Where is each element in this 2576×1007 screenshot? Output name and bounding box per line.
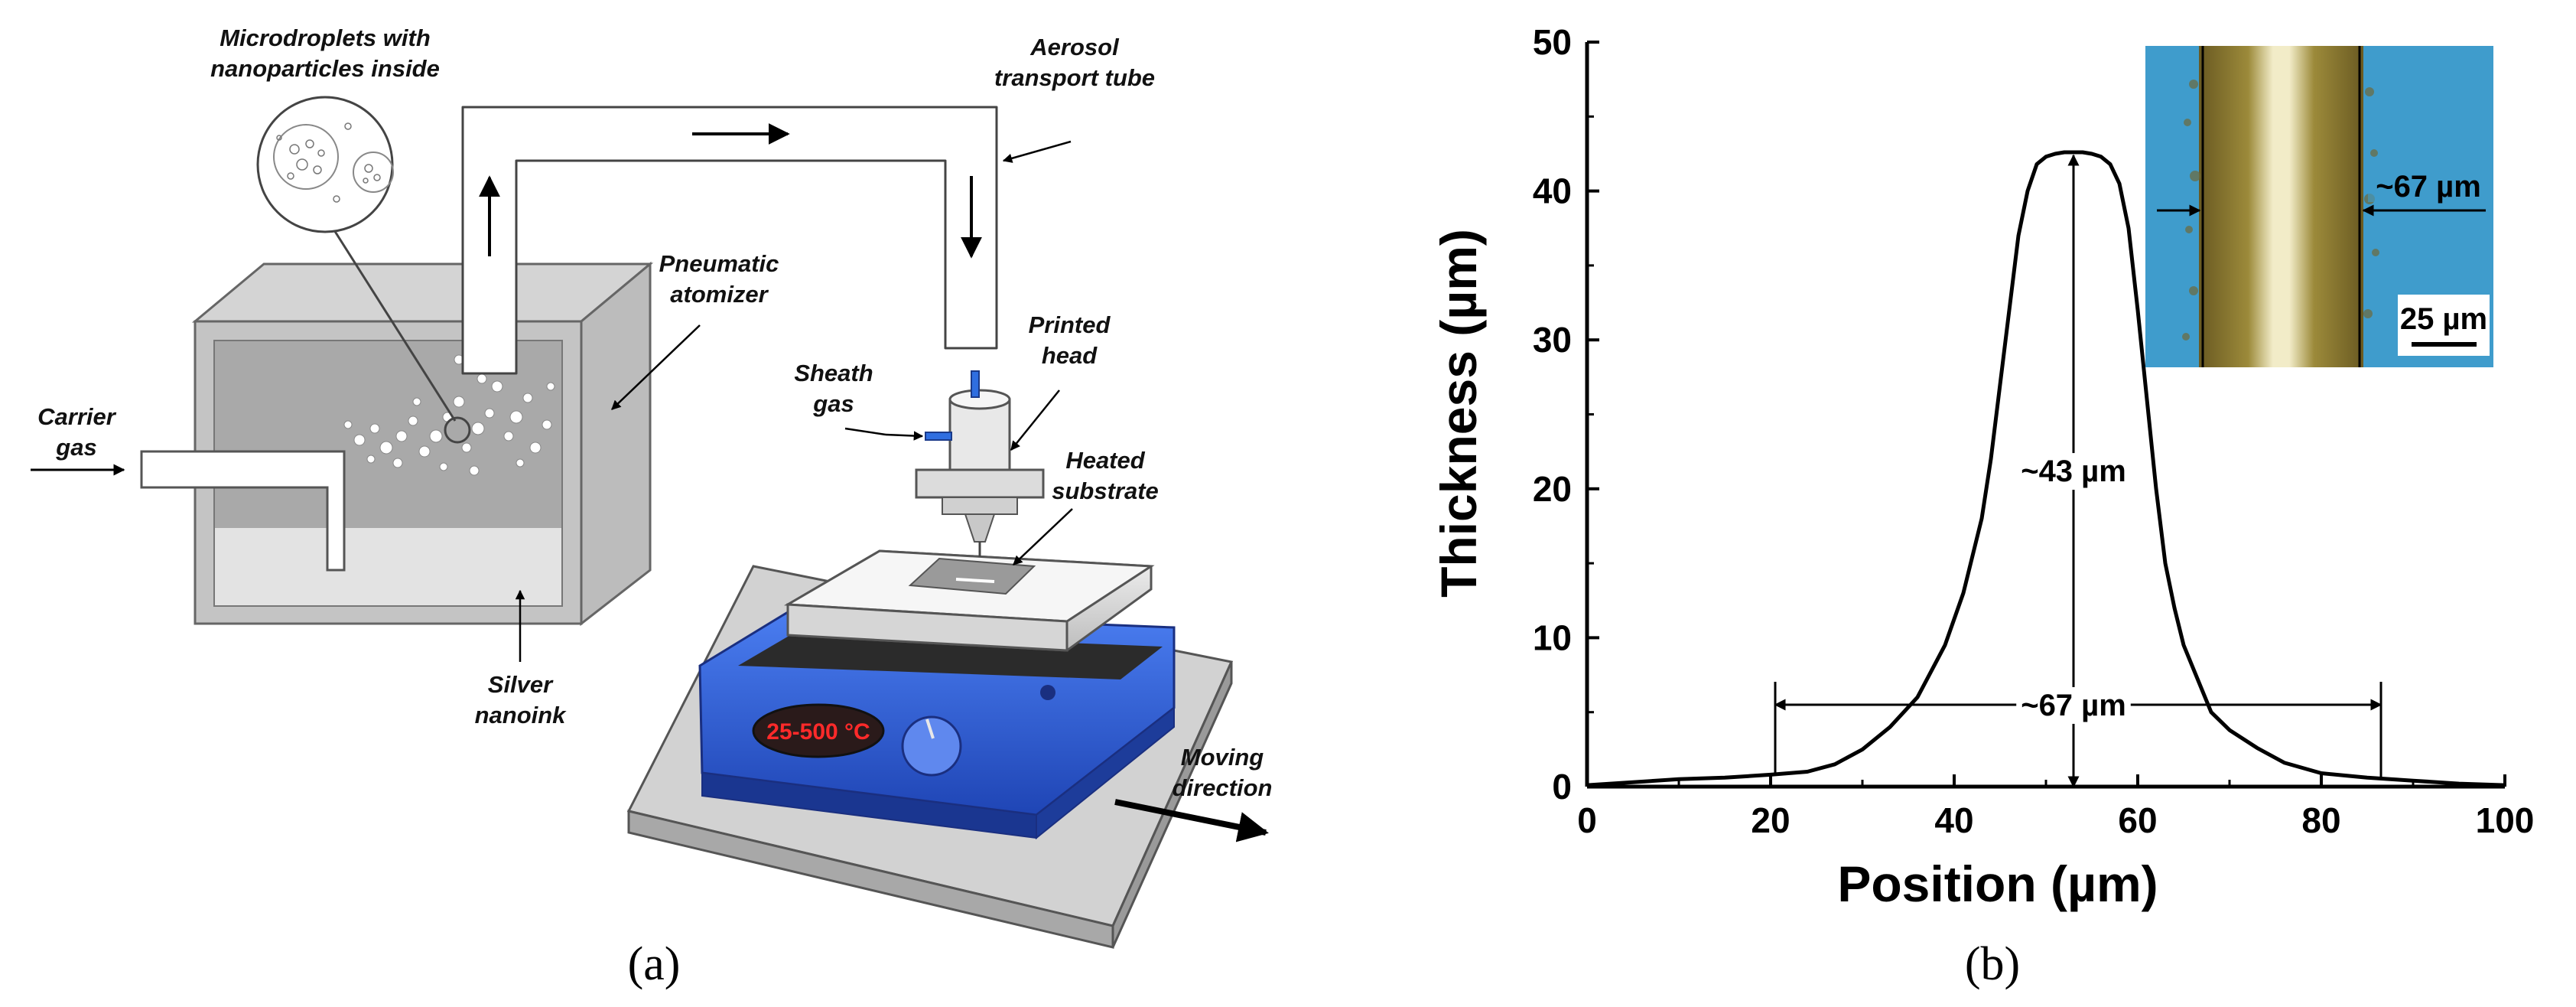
width-annotation-label: ~67 µm (2021, 689, 2126, 722)
atomizer-box (191, 261, 654, 627)
y-tick-label: 30 (1533, 320, 1572, 360)
caption-b: (b) (1965, 938, 2020, 990)
label-sheath-line2: gas (812, 390, 854, 417)
printed-head (915, 370, 1045, 557)
x-tick-label: 20 (1751, 800, 1790, 840)
thickness-profile-line (1586, 150, 2506, 787)
x-tick-label: 40 (1934, 800, 1973, 840)
x-tick-label: 60 (2118, 800, 2157, 840)
x-tick-label: 80 (2301, 800, 2340, 840)
panel-b: 0 20 40 60 80 100 0 10 20 30 40 50 Position (µm) Th… (1430, 22, 2534, 990)
x-tick-label: 100 (2476, 800, 2535, 840)
label-microdroplets: Microdroplets with (220, 24, 431, 51)
hotplate-body (698, 611, 1176, 840)
y-tick-label: 0 (1552, 767, 1572, 807)
label-heated-line2: substrate (1052, 477, 1159, 504)
y-tick-label: 50 (1533, 22, 1572, 62)
label-carrier: Carrier (37, 403, 117, 430)
label-printed-line2: head (1042, 342, 1098, 369)
carrier-gas-pipe (140, 450, 346, 572)
label-pneumatic: Pneumatic (659, 250, 779, 277)
label-microdroplets-line2: nanoparticles inside (210, 55, 440, 82)
y-tick-label: 20 (1533, 469, 1572, 509)
annotation-label-background (2016, 453, 2131, 490)
label-pneumatic-line2: atomizer (670, 281, 769, 308)
label-aerosol-line2: transport tube (994, 64, 1155, 91)
label-printed: Printed (1029, 311, 1111, 338)
y-tick-label: 40 (1533, 171, 1572, 211)
label-moving-line2: direction (1173, 774, 1273, 801)
label-aerosol: Aerosol (1029, 34, 1120, 60)
label-silver: Silver (488, 671, 554, 698)
chart-ticks: 0 20 40 60 80 100 0 10 20 30 40 50 (1533, 22, 2535, 840)
panel-a: 25-500 °C Microdroplets with nanoparticl… (31, 24, 1272, 990)
y-tick-label: 10 (1533, 618, 1572, 657)
temperature-display: 25-500 °C (766, 719, 870, 745)
leader-lines (515, 140, 1073, 662)
x-tick-label: 0 (1577, 800, 1597, 840)
droplet-cloud (343, 347, 555, 476)
inset-scale-label: 25 µm (2400, 302, 2487, 336)
annotation-label-background (2016, 686, 2131, 724)
label-carrier-line2: gas (55, 434, 96, 461)
caption-a: (a) (628, 938, 681, 990)
label-sheath: Sheath (794, 360, 873, 386)
x-axis-title: Position (µm) (1837, 855, 2158, 912)
height-annotation-label: ~43 µm (2021, 455, 2126, 488)
microdroplet-magnifier (256, 96, 457, 422)
inset-width-label: ~67 µm (2376, 170, 2481, 204)
label-moving: Moving (1181, 744, 1264, 771)
moving-direction-arrow (1114, 799, 1269, 842)
label-heated: Heated (1065, 447, 1145, 474)
label-silver-line2: nanoink (475, 702, 568, 728)
aerosol-tube (461, 106, 998, 375)
y-axis-title: Thickness (µm) (1430, 229, 1487, 598)
heated-substrate (908, 557, 1036, 595)
inset-micrograph: ~67 µm 25 µm (2145, 46, 2493, 367)
